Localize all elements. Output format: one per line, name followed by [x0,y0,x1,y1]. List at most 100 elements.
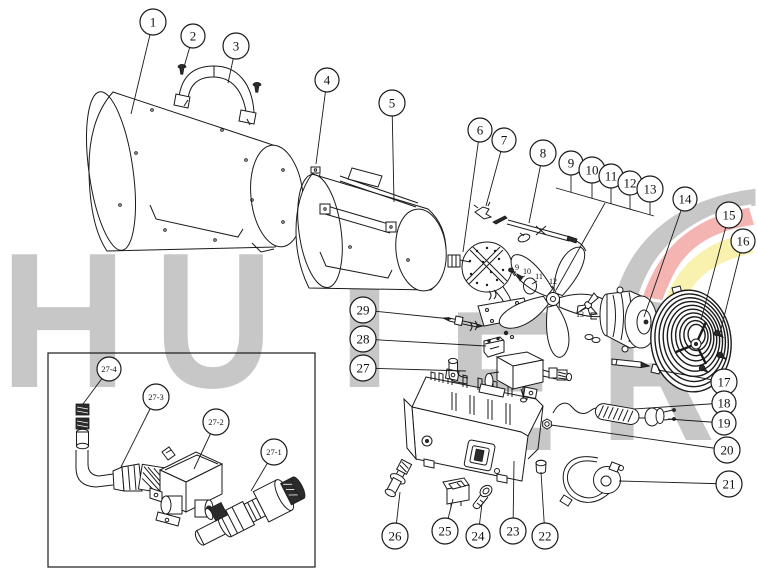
callout-26: 26 [381,522,409,550]
svg-text:14: 14 [679,192,693,207]
part-rocker-switch [442,477,470,508]
inline-labels: 9 10 11 12 13 [512,263,587,319]
inline-label-9: 9 [515,263,519,272]
callout-27-4: 27-4 [96,356,122,382]
part-handle-screw-right [252,82,262,93]
svg-text:19: 19 [718,416,731,431]
svg-text:27-3: 27-3 [148,392,164,402]
callout-13: 13 [636,175,664,203]
part-27-4-fitting [75,403,90,450]
svg-text:1: 1 [150,15,157,30]
part-fan-fasteners [508,267,537,295]
callout-3: 3 [222,32,250,60]
leader-lines [82,21,744,537]
callout-circles: 1 2 3 4 5 6 7 8 9 10 11 12 13 14 15 16 1… [96,8,756,550]
part-electrode [473,201,493,220]
part-handle-screw-left [177,64,187,75]
svg-text:27: 27 [357,361,371,376]
svg-text:11: 11 [605,169,618,184]
svg-text:10: 10 [586,163,599,178]
part-small-impeller [576,292,599,316]
part-fan-guard [650,285,732,393]
svg-text:6: 6 [477,123,484,138]
svg-text:4: 4 [324,73,331,88]
callout-27-2: 27-2 [202,408,230,436]
callout-21: 21 [715,470,743,498]
part-gas-valve [448,334,651,403]
part-nut [542,418,552,430]
callout-11: 11 [598,163,624,189]
callout-17: 17 [710,368,738,396]
callout-2: 2 [180,23,206,49]
svg-text:20: 20 [721,443,734,458]
svg-text:28: 28 [357,332,370,347]
callout-19: 19 [711,410,737,436]
callout-28: 28 [349,325,377,353]
inset-valve-detail [47,352,316,568]
callout-5: 5 [378,89,406,117]
logo-swoosh-pink [639,204,757,304]
svg-text:2: 2 [190,29,197,44]
svg-text:27-2: 27-2 [208,417,224,427]
callout-27-3: 27-3 [142,383,170,411]
part-thermocouple [492,215,587,252]
part-motor [590,286,658,353]
svg-text:22: 22 [539,529,552,544]
svg-text:27-1: 27-1 [266,447,282,457]
svg-text:8: 8 [540,146,547,161]
callout-1: 1 [139,8,167,36]
svg-text:24: 24 [472,529,486,544]
inline-label-13: 13 [576,310,584,319]
callout-22: 22 [531,522,559,550]
callout-20: 20 [713,436,741,464]
part-base-box [403,368,544,484]
part-inner-cylinder [295,167,447,292]
part-piezo-stem [384,458,413,498]
callout-6: 6 [467,117,493,143]
svg-text:29: 29 [357,303,370,318]
inline-label-12: 12 [549,277,557,286]
part-power-cord [552,402,646,425]
svg-text:18: 18 [718,396,731,411]
callout-4: 4 [314,67,340,93]
inline-label-10: 10 [523,267,531,276]
callout-14: 14 [672,186,698,212]
inline-label-11: 11 [535,272,543,281]
part-27-1-valve-body [194,476,306,546]
callout-12: 12 [617,170,643,196]
callout-15: 15 [715,201,743,229]
svg-text:17: 17 [718,375,732,390]
part-screw [472,484,493,510]
svg-text:13: 13 [644,182,657,197]
callout-7: 7 [491,127,517,153]
part-bushing [535,459,547,474]
part-handle [173,65,257,126]
part-guard-screws [698,329,727,373]
callout-18: 18 [711,390,737,416]
part-hose-regulator [559,456,624,507]
svg-text:16: 16 [737,234,751,249]
part-27-2-solenoid [149,446,224,527]
svg-text:7: 7 [501,133,508,148]
svg-text:5: 5 [389,96,396,111]
callout-29: 29 [349,296,377,324]
svg-text:25: 25 [439,524,452,539]
callout-8: 8 [529,139,557,167]
callout-25: 25 [431,517,459,545]
svg-text:23: 23 [507,524,520,539]
callout-16: 16 [730,228,756,254]
callout-27-1: 27-1 [260,438,288,466]
callout-23: 23 [499,517,527,545]
svg-text:3: 3 [233,39,240,54]
svg-text:21: 21 [723,477,736,492]
svg-text:26: 26 [389,529,403,544]
svg-text:9: 9 [568,156,575,171]
svg-text:15: 15 [723,208,736,223]
callout-24: 24 [465,523,491,549]
callout-27: 27 [349,354,377,382]
part-outer-shell [86,91,304,253]
svg-text:27-4: 27-4 [101,364,117,374]
part-bracket [483,330,514,358]
